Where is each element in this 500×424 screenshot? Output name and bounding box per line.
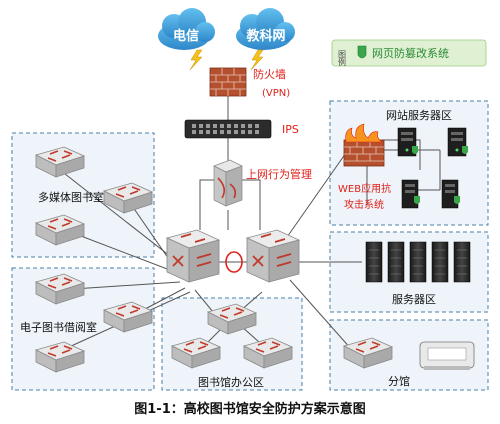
cloud-telecom: 电信 [158,8,215,50]
firewall-label: 防火墙 [253,67,286,81]
legend: 图例 网页防篡改系统 [331,39,487,67]
link-aggregation-ring [225,251,243,273]
web-server-3-icon [401,179,420,209]
behavior-label: 上网行为管理 [246,167,312,181]
shield-icon [357,45,367,59]
ips-device-icon [184,119,272,139]
zone-ereading-label: 电子图书借阅室 [20,320,97,334]
firewall-icon [209,67,247,97]
core-switch-right-icon [246,229,300,283]
cloud-edunet: 教科网 [236,8,295,50]
waf-firewall-icon [343,123,385,167]
cloud-edunet-label: 教科网 [245,28,285,44]
server-rack-icons [365,241,471,283]
zone-web-servers-label: 网站服务器区 [386,108,452,122]
legend-text: 网页防篡改系统 [372,46,449,60]
zone-office-label: 图书馆办公区 [198,375,264,389]
branch-device-icon [419,341,475,370]
zone-servers-label: 服务器区 [392,293,436,306]
web-server-1-icon [397,127,418,157]
zone-branch-label: 分馆 [388,374,410,388]
behavior-management-icon [213,159,243,207]
zone-multimedia-label: 多媒体图书室 [38,190,104,204]
firewall-sub-label: (VPN) [262,88,290,99]
lightning-icon [189,49,264,71]
web-server-4-icon [441,179,460,209]
waf-label-line1: WEB应用抗 [338,182,391,195]
waf-label-line2: 攻击系统 [344,198,384,211]
ips-label: IPS [282,123,299,136]
legend-prefix: 图例 [338,50,347,67]
web-server-2-icon [447,127,468,157]
core-switch-left-icon [166,229,220,283]
figure-caption: 图1-1：高校图书馆安全防护方案示意图 [134,402,366,417]
cloud-telecom-label: 电信 [173,28,199,44]
